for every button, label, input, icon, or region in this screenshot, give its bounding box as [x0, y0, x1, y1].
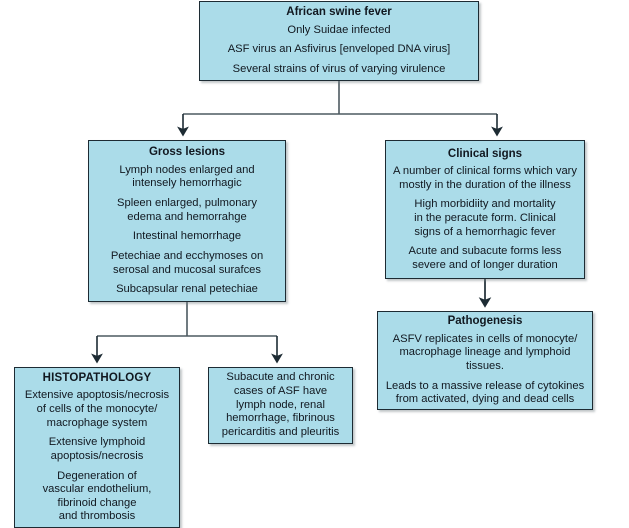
node-line: Extensive apoptosis/necrosis of cells of… [24, 389, 170, 429]
node-title-african-swine-fever: African swine fever [286, 6, 392, 19]
node-subacute-chronic-cases: Subacute and chronic cases of ASF have l… [208, 367, 353, 444]
node-title-clinical-signs: Clinical signs [447, 147, 523, 160]
node-line: Lymph nodes enlarged and intensely hemor… [119, 163, 255, 190]
node-line: Subcapsular renal petechiae [116, 283, 258, 296]
node-title-gross-lesions: Gross lesions [148, 146, 226, 159]
node-line: Several strains of virus of varying viru… [232, 63, 446, 76]
node-line: Petechiae and ecchymoses on serosal and … [110, 249, 264, 276]
node-histopathology: HISTOPATHOLOGY Extensive apoptosis/necro… [14, 367, 180, 528]
node-line: Acute and subacute forms less severe and… [408, 245, 562, 271]
node-line: High morbidiity and mortality in the per… [414, 198, 556, 238]
node-line: ASFV replicates in cells of monocyte/ ma… [392, 332, 578, 372]
node-line: Spleen enlarged, pulmonary edema and hem… [117, 196, 257, 223]
node-line: Degeneration of vascular endothelium, fi… [42, 469, 152, 523]
node-pathogenesis: Pathogenesis ASFV replicates in cells of… [377, 311, 593, 410]
node-title-pathogenesis: Pathogenesis [447, 315, 523, 328]
node-line: Leads to a massive release of cytokines … [385, 379, 585, 406]
node-title-histopathology: HISTOPATHOLOGY [42, 371, 152, 384]
edge-gross-split [91, 302, 283, 364]
node-clinical-signs: Clinical signs A number of clinical form… [385, 140, 585, 279]
node-line: Extensive lymphoid apoptosis/necrosis [48, 436, 146, 462]
edge-title-split [177, 81, 503, 137]
node-line: ASF virus an Asfivirus [enveloped DNA vi… [227, 43, 451, 56]
node-line: A number of clinical forms which vary mo… [392, 164, 578, 191]
node-line: Intestinal hemorrhage [132, 230, 242, 243]
node-gross-lesions: Gross lesions Lymph nodes enlarged and i… [88, 140, 286, 302]
node-line: Only Suidae infected [287, 23, 391, 36]
node-african-swine-fever: African swine fever Only Suidae infected… [199, 1, 479, 81]
node-line: Subacute and chronic cases of ASF have l… [221, 371, 340, 438]
